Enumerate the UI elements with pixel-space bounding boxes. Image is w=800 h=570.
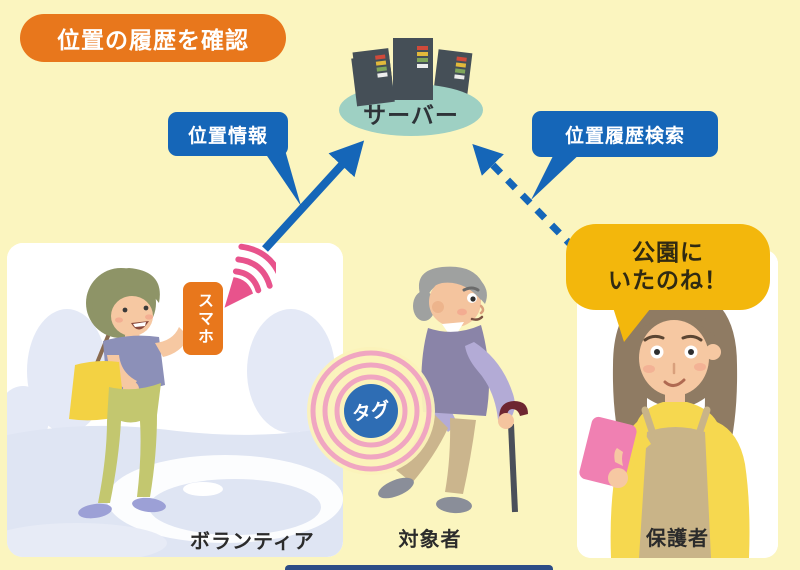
label-search-tail [531, 150, 584, 200]
caption-subject: 対象者 [398, 529, 462, 551]
smartphone-label: スマホ [183, 282, 223, 355]
server-label: サーバー [363, 102, 459, 128]
volunteer-illustration [69, 268, 189, 519]
caption-guardian: 保護者 [646, 528, 709, 550]
upload-arrow-icon [262, 140, 365, 252]
cane-shaft [508, 423, 518, 513]
tag-circle [344, 384, 398, 438]
tag-rings-icon [310, 350, 432, 472]
server-icon [339, 37, 483, 136]
title-badge: 位置の履歴を確認 [20, 14, 286, 62]
subject-illustration [378, 266, 528, 514]
volunteer-panel: ボランティア [7, 243, 343, 557]
cropped-bottom-element [285, 565, 553, 570]
label-location-info: 位置情報 [168, 112, 288, 156]
label-info-tail [263, 150, 301, 206]
speech-bubble: 公園に いたのね！ [566, 224, 770, 310]
caption-volunteer: ボランティア [190, 531, 315, 553]
tag-signal-badge: タグ [307, 347, 435, 475]
query-dashed-arrow-icon [472, 143, 577, 251]
label-location-history-search: 位置履歴検索 [532, 111, 718, 157]
park-scene [7, 243, 343, 557]
wifi-signal-icon [224, 243, 276, 308]
